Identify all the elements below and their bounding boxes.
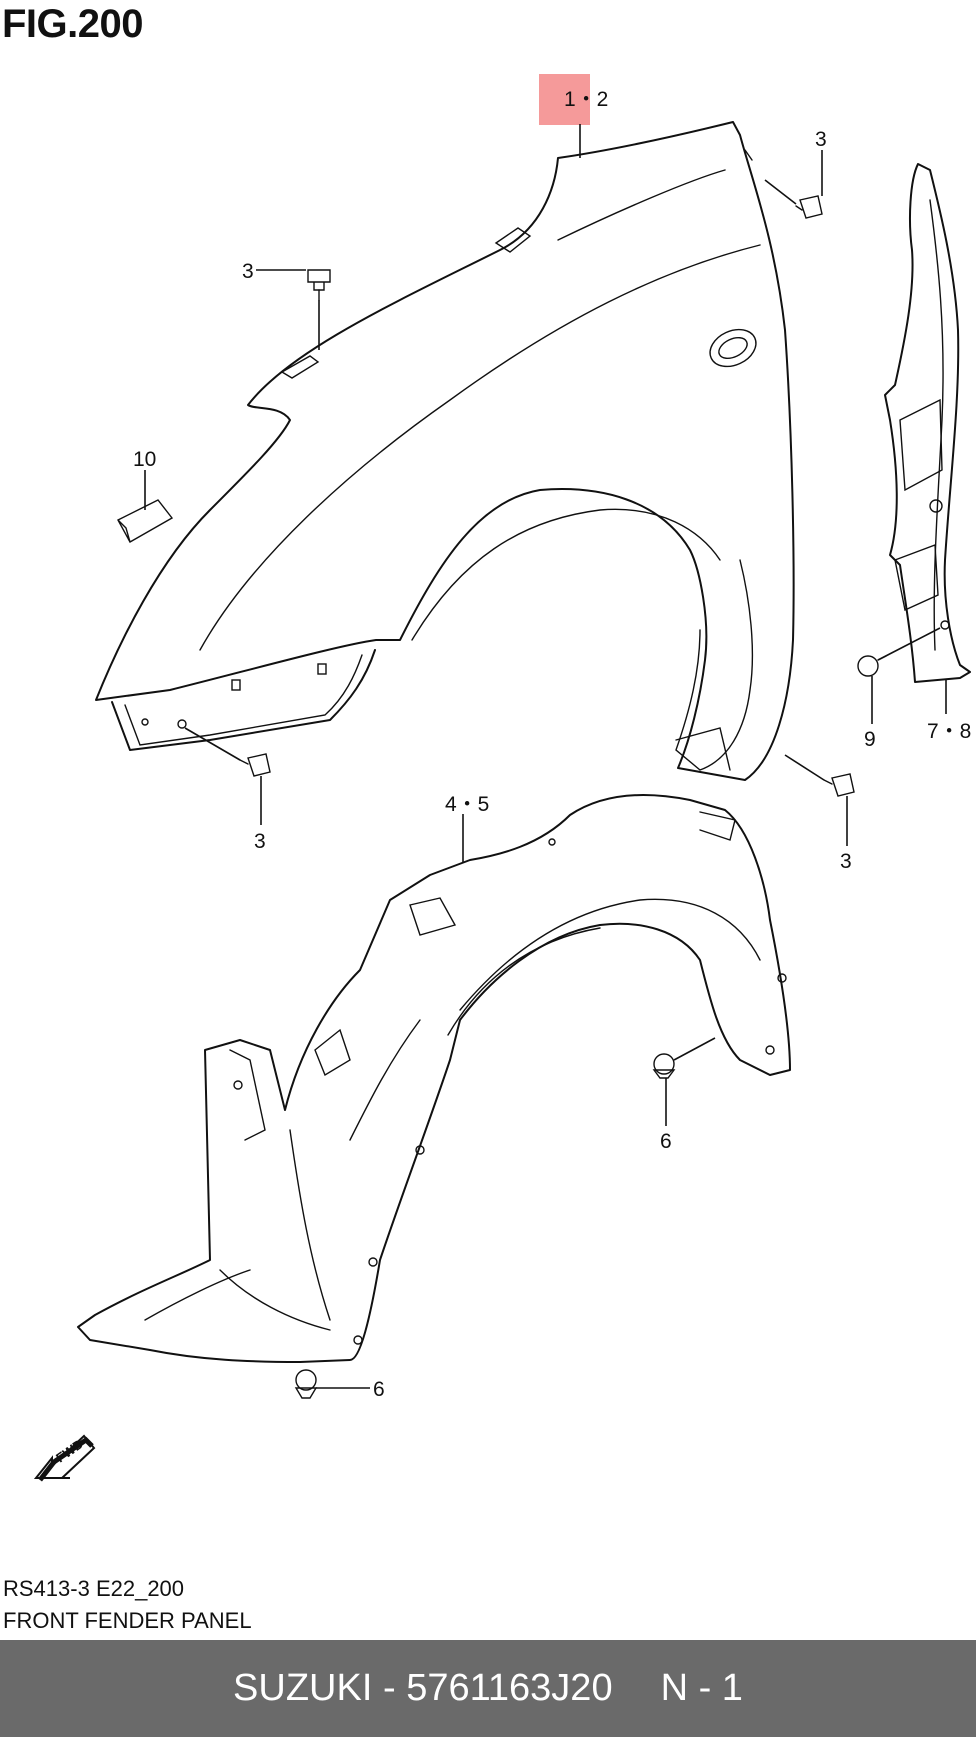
callout-10: 10 xyxy=(133,448,156,471)
part-footer-bar: SUZUKI - 5761163J20 N - 1 xyxy=(0,1640,976,1737)
fender-side-panel-part[interactable] xyxy=(884,163,971,683)
callout-1-2: 1・2 xyxy=(564,88,608,111)
bolt-3-right[interactable] xyxy=(795,195,823,219)
callout-3: 3 xyxy=(242,260,254,283)
figure-title: FIG.200 xyxy=(2,2,144,46)
callout-4-5: 4・5 xyxy=(445,793,489,816)
callout-6: 6 xyxy=(660,1130,672,1153)
callout-3: 3 xyxy=(815,128,827,151)
forward-direction-icon: FWD xyxy=(33,1434,96,1482)
callout-3: 3 xyxy=(840,850,852,873)
section-name: FRONT FENDER PANEL xyxy=(3,1608,252,1633)
brand-name: SUZUKI xyxy=(233,1667,373,1709)
selected-part-highlight xyxy=(539,74,590,125)
front-fender-part[interactable] xyxy=(95,121,795,781)
screw-6-right[interactable] xyxy=(652,1053,676,1079)
callout-3: 3 xyxy=(254,830,266,853)
part-number: 5761163J20 xyxy=(406,1667,613,1709)
clip-9[interactable] xyxy=(857,655,887,677)
screw-6-bottom[interactable] xyxy=(294,1369,318,1399)
bolt-3-top[interactable] xyxy=(307,269,331,301)
bolt-3-lower-right[interactable] xyxy=(823,773,855,797)
quantity: N - 1 xyxy=(660,1667,743,1709)
callout-6: 6 xyxy=(373,1378,385,1401)
fender-liner-part[interactable] xyxy=(77,794,791,1363)
bolt-3-lower-left[interactable] xyxy=(239,753,271,777)
parts-diagram: 1・2 3 3 10 3 3 4・5 6 6 9 7・8 FWD xyxy=(33,74,971,1482)
footer-separator: - xyxy=(372,1667,407,1709)
diagram-code: RS413-3 E22_200 xyxy=(3,1576,185,1601)
callout-7-8: 7・8 xyxy=(927,720,971,743)
callout-9: 9 xyxy=(864,728,876,751)
